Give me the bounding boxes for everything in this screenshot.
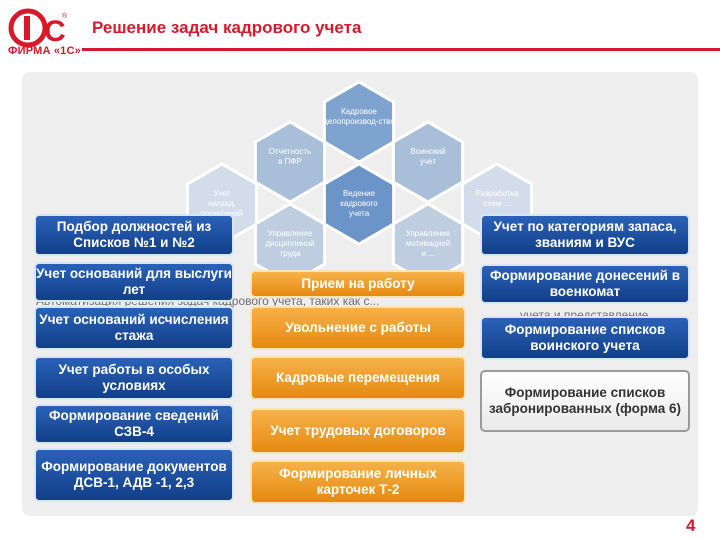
- box-podbor-dolzhnostey: Подбор должностей из Списков №1 и №2: [34, 214, 234, 256]
- box-spiski-voinskogo-ucheta: Формирование списков воинского учета: [480, 316, 690, 360]
- hexagon-1: [253, 120, 327, 204]
- page-number: 4: [686, 516, 696, 535]
- logo-wordmark: ФИРМА «1С»: [8, 45, 81, 57]
- box-spiski-zabronirovannyh: Формирование списков забронированных (фо…: [480, 370, 690, 432]
- hexagon-3: [322, 162, 396, 246]
- header-divider: [82, 48, 720, 51]
- logo-1c-icon: С ®: [8, 8, 68, 48]
- box-szv-4: Формирование сведений СЗВ-4: [34, 404, 234, 444]
- box-osobye-usloviya: Учет работы в особых условиях: [34, 356, 234, 400]
- box-doneseniya-voenkomat: Формирование донесений в военкомат: [480, 264, 690, 304]
- box-trudovye-dogovory: Учет трудовых договоров: [250, 408, 466, 454]
- header: С ® ФИРМА «1С» Решение задач кадрового у…: [0, 0, 720, 62]
- box-kartochki-t2: Формирование личных карточек Т-2: [250, 460, 466, 504]
- svg-text:®: ®: [62, 12, 68, 20]
- box-kategorii-zapasa: Учет по категориям запаса, званиям и ВУС: [480, 214, 690, 256]
- box-uvolnenie: Увольнение с работы: [250, 306, 466, 350]
- box-vysluga-let: Учет оснований для выслуги лет: [34, 262, 234, 302]
- box-priem-na-rabotu: Прием на работу: [250, 270, 466, 298]
- hexagon-0: [322, 80, 396, 164]
- box-dsv-adv: Формирование документов ДСВ-1, АДВ -1, 2…: [34, 448, 234, 502]
- box-kadrovye-peremeshcheniya: Кадровые перемещения: [250, 356, 466, 400]
- page-title: Решение задач кадрового учета: [92, 18, 362, 37]
- hexagon-2: [391, 120, 465, 204]
- svg-text:С: С: [44, 15, 66, 48]
- box-ischislenie-stazha: Учет оснований исчисления стажа: [34, 306, 234, 350]
